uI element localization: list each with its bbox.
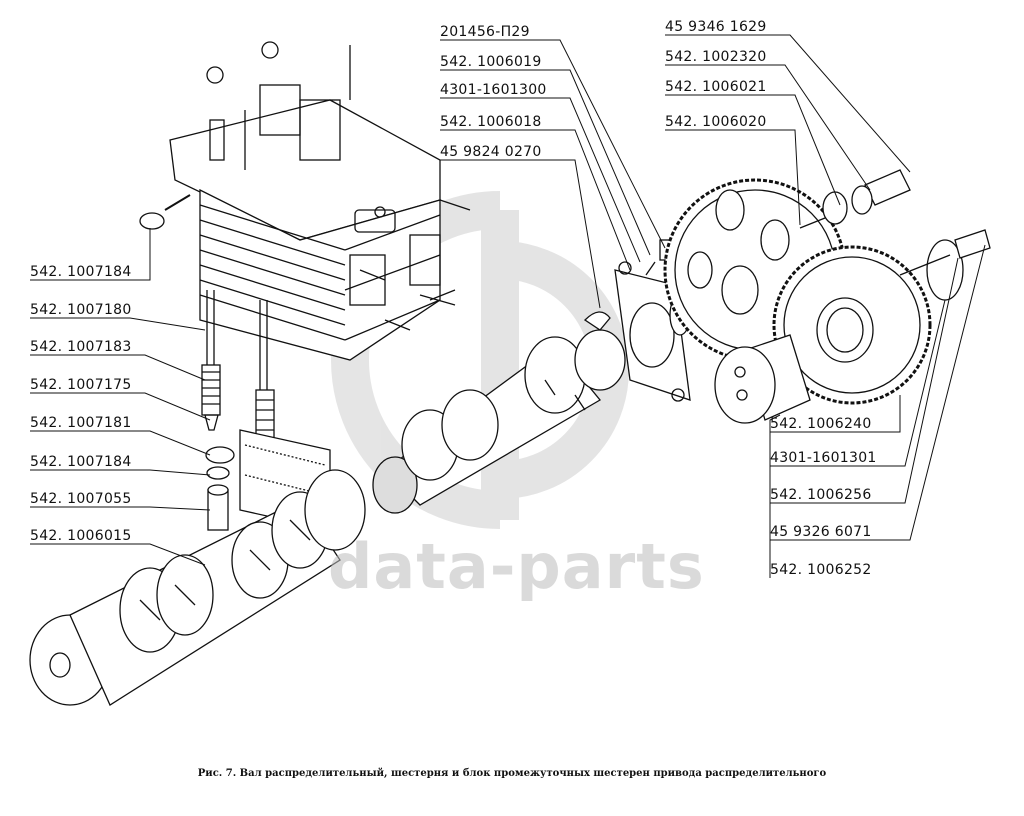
camshaft-left	[29, 469, 366, 706]
part-label: 4301-1601300	[440, 82, 547, 98]
cylinder-head	[164, 41, 471, 361]
camshaft-right	[372, 329, 626, 514]
part-label: 542. 1006021	[665, 79, 767, 95]
part-label: 542. 1002320	[665, 49, 767, 65]
washer	[205, 446, 235, 464]
part-label: 542. 1006252	[770, 562, 872, 578]
seal-lower	[206, 466, 230, 480]
valve-right	[255, 300, 275, 451]
part-label: 542. 1006018	[440, 114, 542, 130]
part-label: 542. 1006019	[440, 54, 542, 70]
woodruff-key	[583, 311, 611, 331]
hub-bolt	[899, 229, 991, 276]
figure-caption: Рис. 7. Вал распределительный, шестерня …	[197, 768, 827, 779]
part-label: 45 9824 0270	[440, 144, 542, 160]
part-label: 542. 1006015	[30, 528, 132, 544]
part-label: 542. 1007183	[30, 339, 132, 355]
part-label: 45 9346 1629	[665, 19, 767, 35]
seal-top	[139, 212, 165, 230]
part-label: 542. 1007175	[30, 377, 132, 393]
pushrod-guide	[207, 489, 229, 531]
part-label: 542. 1007055	[30, 491, 132, 507]
leader-lines	[30, 34, 986, 578]
part-label: 4301-1601301	[770, 450, 877, 466]
part-label: 542. 1007184	[30, 264, 132, 280]
part-label: 45 9326 6071	[770, 524, 872, 540]
part-label: 542. 1007180	[30, 302, 132, 318]
part-label: 201456-П29	[440, 24, 530, 40]
gear-washer	[822, 191, 848, 225]
part-label: 542. 1007181	[30, 415, 132, 431]
watermark-text: data-parts	[328, 530, 705, 603]
valve-left	[201, 290, 221, 431]
part-label: 542. 1006240	[770, 416, 872, 432]
gear-bolt	[799, 169, 911, 229]
gear-hub	[714, 334, 811, 424]
part-label: 542. 1006256	[770, 487, 872, 503]
part-label: 542. 1006020	[665, 114, 767, 130]
intermediate-gear	[772, 245, 932, 405]
part-label: 542. 1007184	[30, 454, 132, 470]
